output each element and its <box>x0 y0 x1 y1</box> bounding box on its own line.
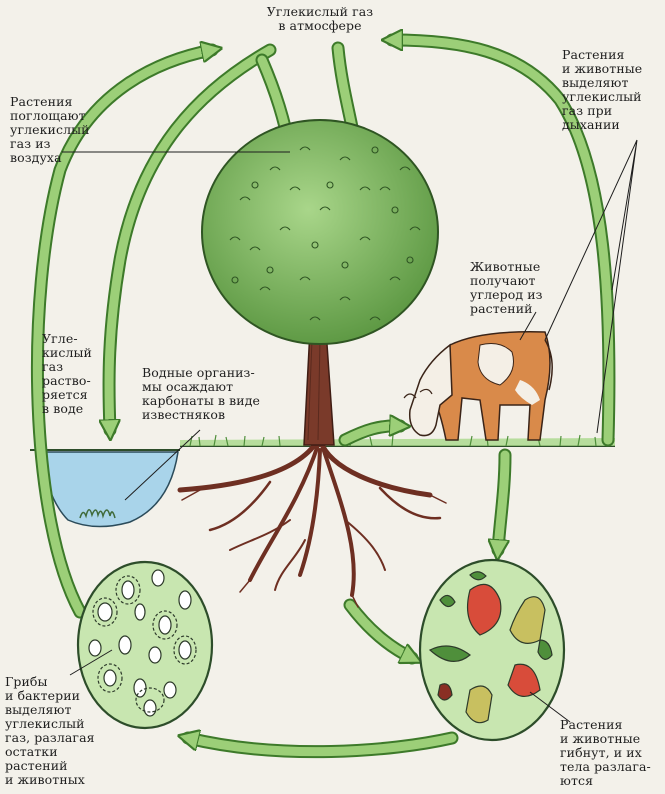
decay-circle <box>418 558 566 742</box>
label-atmosphere: Углекислый газ в атмосфере <box>266 4 374 33</box>
label-aquatic: Водные организ- мы осаждают карбонаты в … <box>142 365 261 422</box>
label-decay: Растения и животные гибнут, и их тела ра… <box>560 717 651 788</box>
decomposers-circle <box>76 560 214 730</box>
tree <box>177 119 447 608</box>
water-body <box>39 451 179 528</box>
cow <box>403 331 553 441</box>
label-animals-carbon: Животные получают углерод из растений <box>470 259 543 316</box>
label-dissolves: Угле- кислый газ раство- ряется в воде <box>42 331 92 416</box>
label-decomposers: Грибы и бактерии выделяют углекислый газ… <box>5 674 95 787</box>
leader-lines <box>62 139 638 723</box>
tree-crown <box>201 119 439 345</box>
label-plants-absorb: Растения поглощают углекислый газ из воз… <box>10 94 90 165</box>
cycle-arrows <box>30 40 616 759</box>
label-respiration: Растения и животные выделяют углекислый … <box>562 47 643 132</box>
tree-roots <box>177 437 447 608</box>
